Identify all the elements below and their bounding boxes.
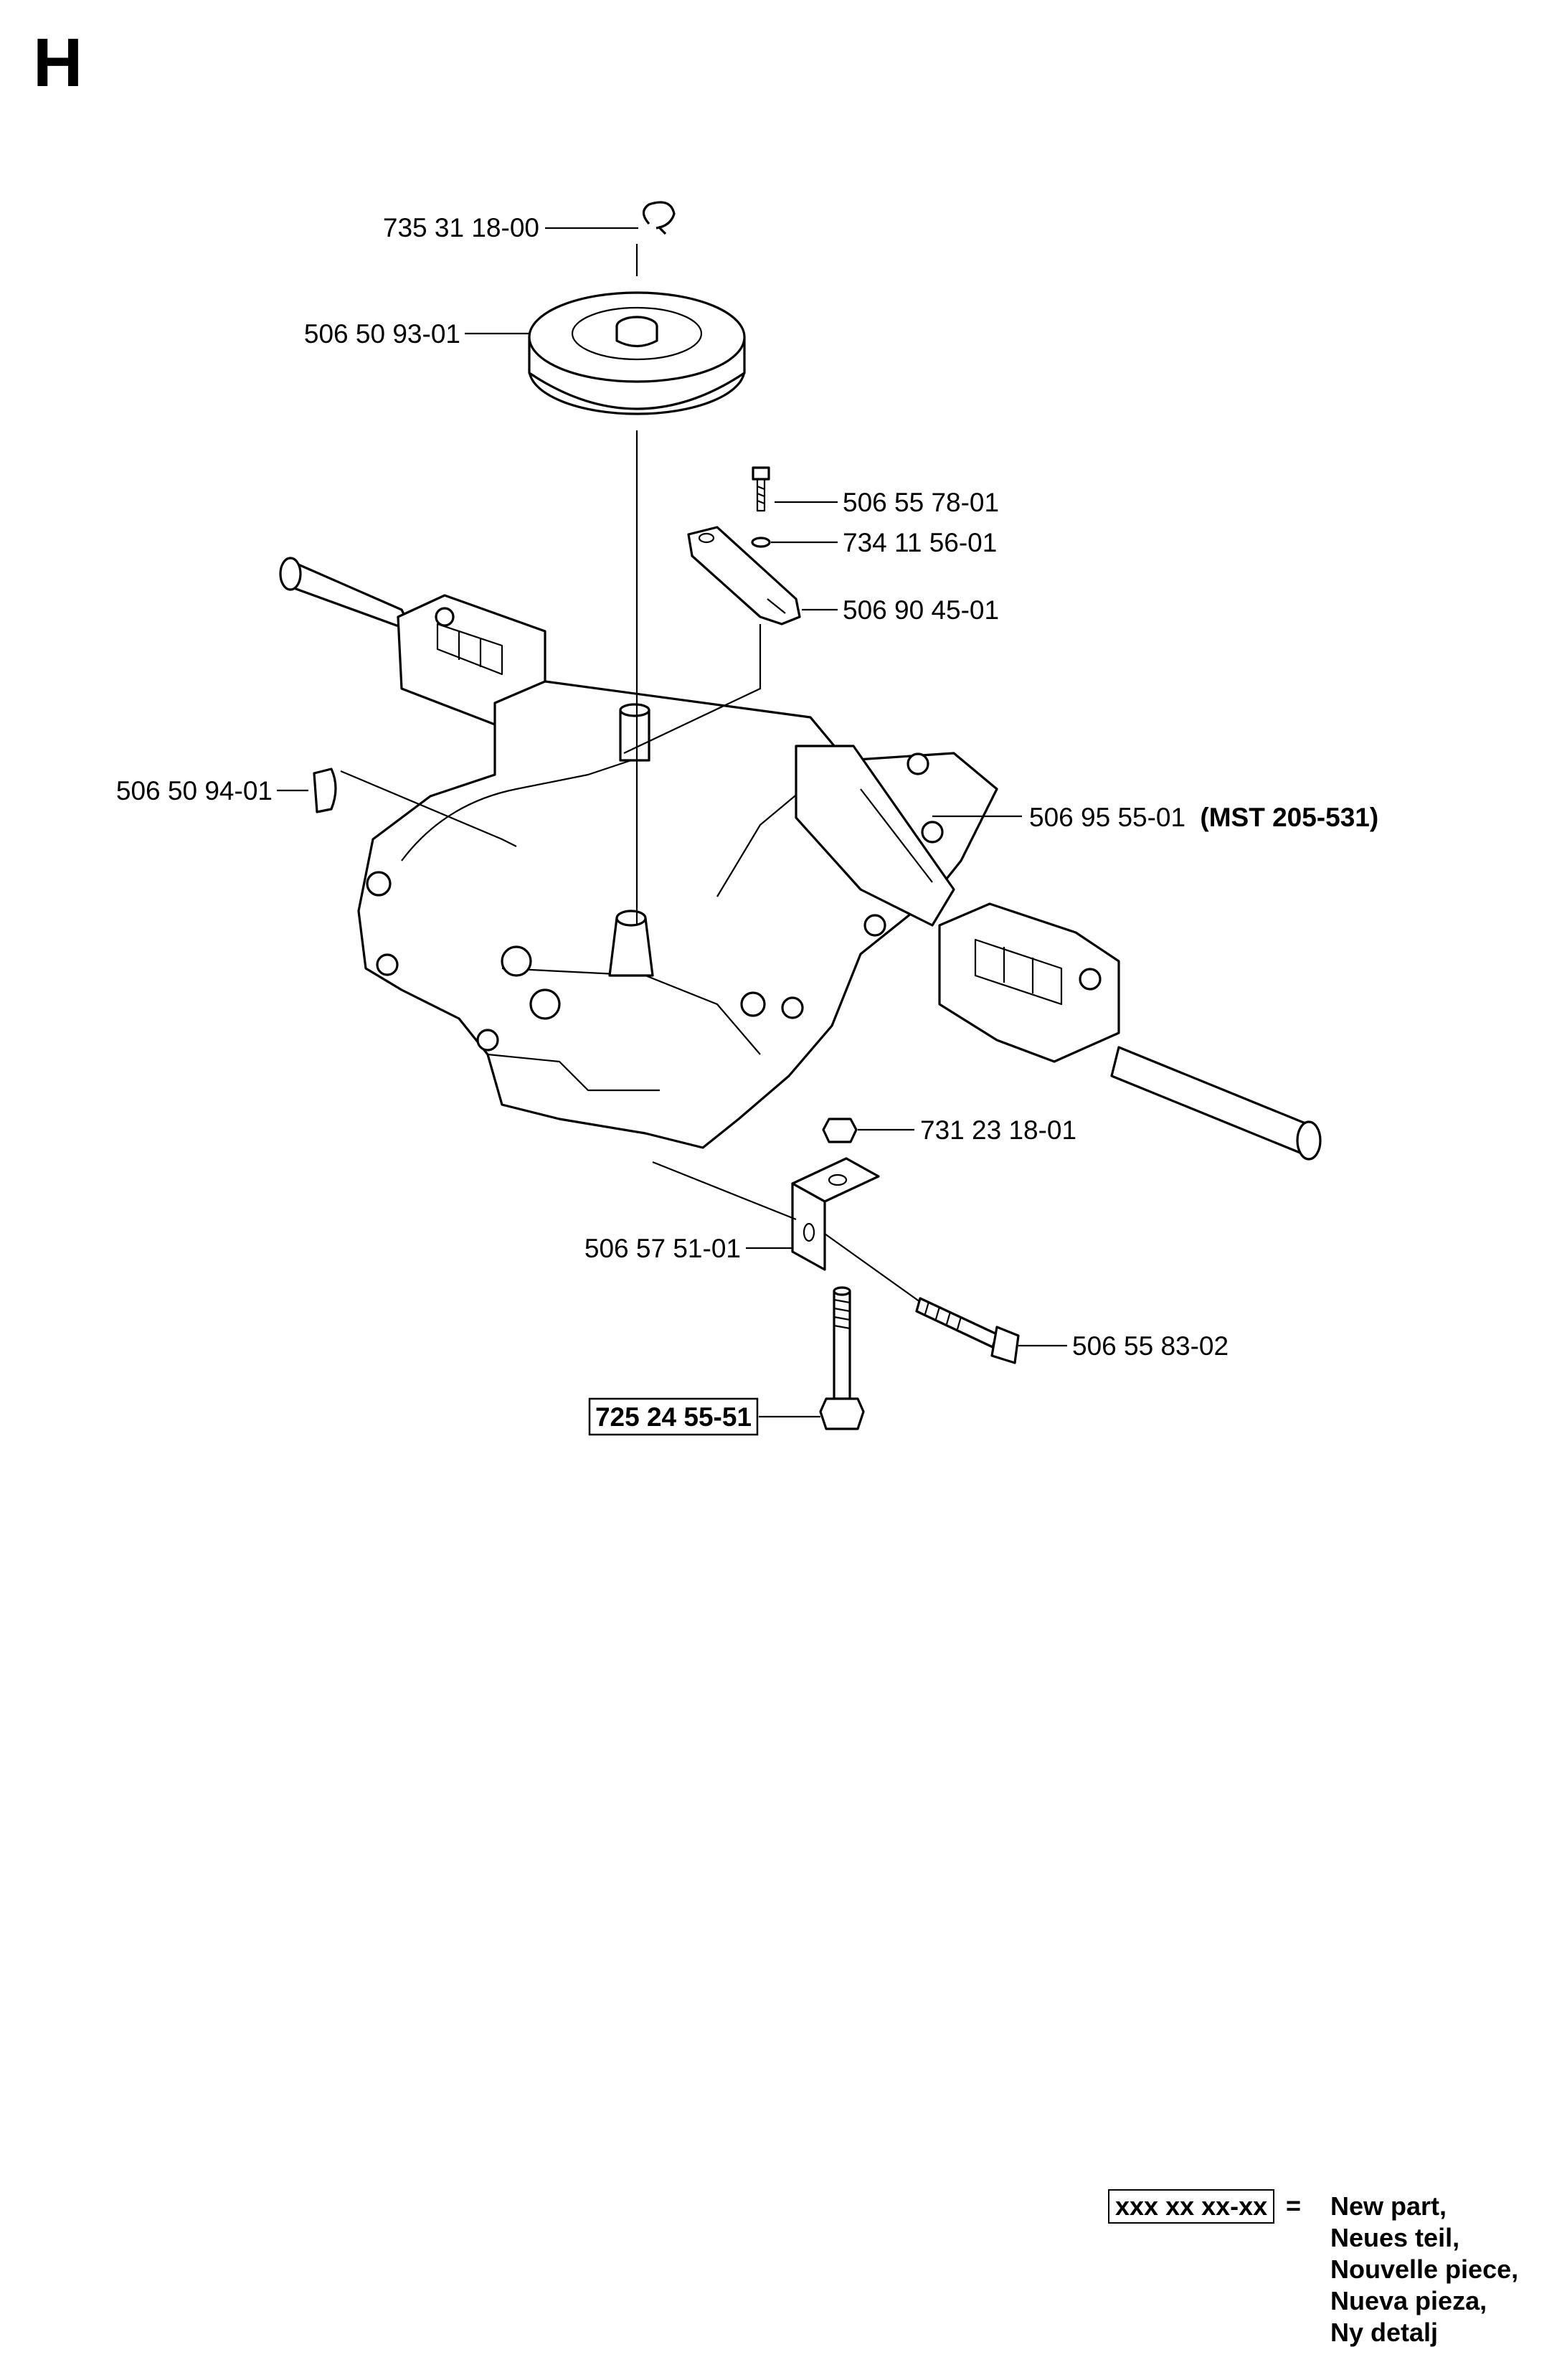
washer — [751, 537, 771, 548]
new-part-label-box: 725 24 55-51 — [588, 1397, 759, 1436]
part-label: 506 55 78-01 — [843, 488, 999, 517]
legend-line: Nouvelle piece, — [1330, 2254, 1519, 2284]
legend-line: Nueva pieza, — [1330, 2286, 1487, 2315]
nut-731-23-18-01 — [822, 1118, 858, 1143]
transaxle-housing — [279, 557, 1322, 1161]
circlip — [642, 201, 676, 235]
part-label: 725 24 55-51 — [595, 1402, 752, 1432]
legend-equals: = — [1286, 2191, 1302, 2220]
part-label: 731 23 18-01 — [920, 1115, 1076, 1145]
link-plate — [687, 526, 801, 625]
part-label: 506 50 93-01 — [304, 319, 460, 349]
part-label: 506 90 45-01 — [843, 595, 999, 625]
part-label: 734 11 56-01 — [843, 528, 997, 557]
bolt-506-55-78-01 — [752, 466, 770, 512]
section-letter: H — [33, 24, 83, 101]
part-label: 506 50 94-01 — [116, 776, 273, 806]
pulley — [528, 291, 746, 415]
legend-translations: New part, Neues teil, Nouvelle piece, Nu… — [1330, 2191, 1518, 2348]
legend-line: Ny detalj — [1330, 2318, 1439, 2347]
bolt-725-24-55-51 — [819, 1286, 865, 1430]
part-label: 735 31 18-00 — [383, 213, 539, 242]
new-part-legend: xxx xx xx-xx = New part, Neues teil, Nou… — [1108, 2188, 1538, 2360]
legend-code-box: xxx xx xx-xx — [1108, 2189, 1275, 2224]
bolt-506-55-83-02 — [915, 1297, 1020, 1364]
part-label: 506 55 83-02 — [1072, 1331, 1229, 1361]
part-label-with-note: 506 95 55-01 (MST 205-531) — [1029, 803, 1378, 832]
part-label: 506 57 51-01 — [584, 1234, 741, 1263]
part-label: 506 95 55-01 — [1029, 803, 1185, 832]
woodruff-key — [313, 768, 337, 813]
leader-lines — [277, 227, 1067, 1418]
mounting-bracket — [791, 1157, 880, 1271]
part-note: (MST 205-531) — [1200, 803, 1378, 832]
legend-line: New part, — [1330, 2191, 1447, 2221]
legend-line: Neues teil, — [1330, 2223, 1460, 2252]
